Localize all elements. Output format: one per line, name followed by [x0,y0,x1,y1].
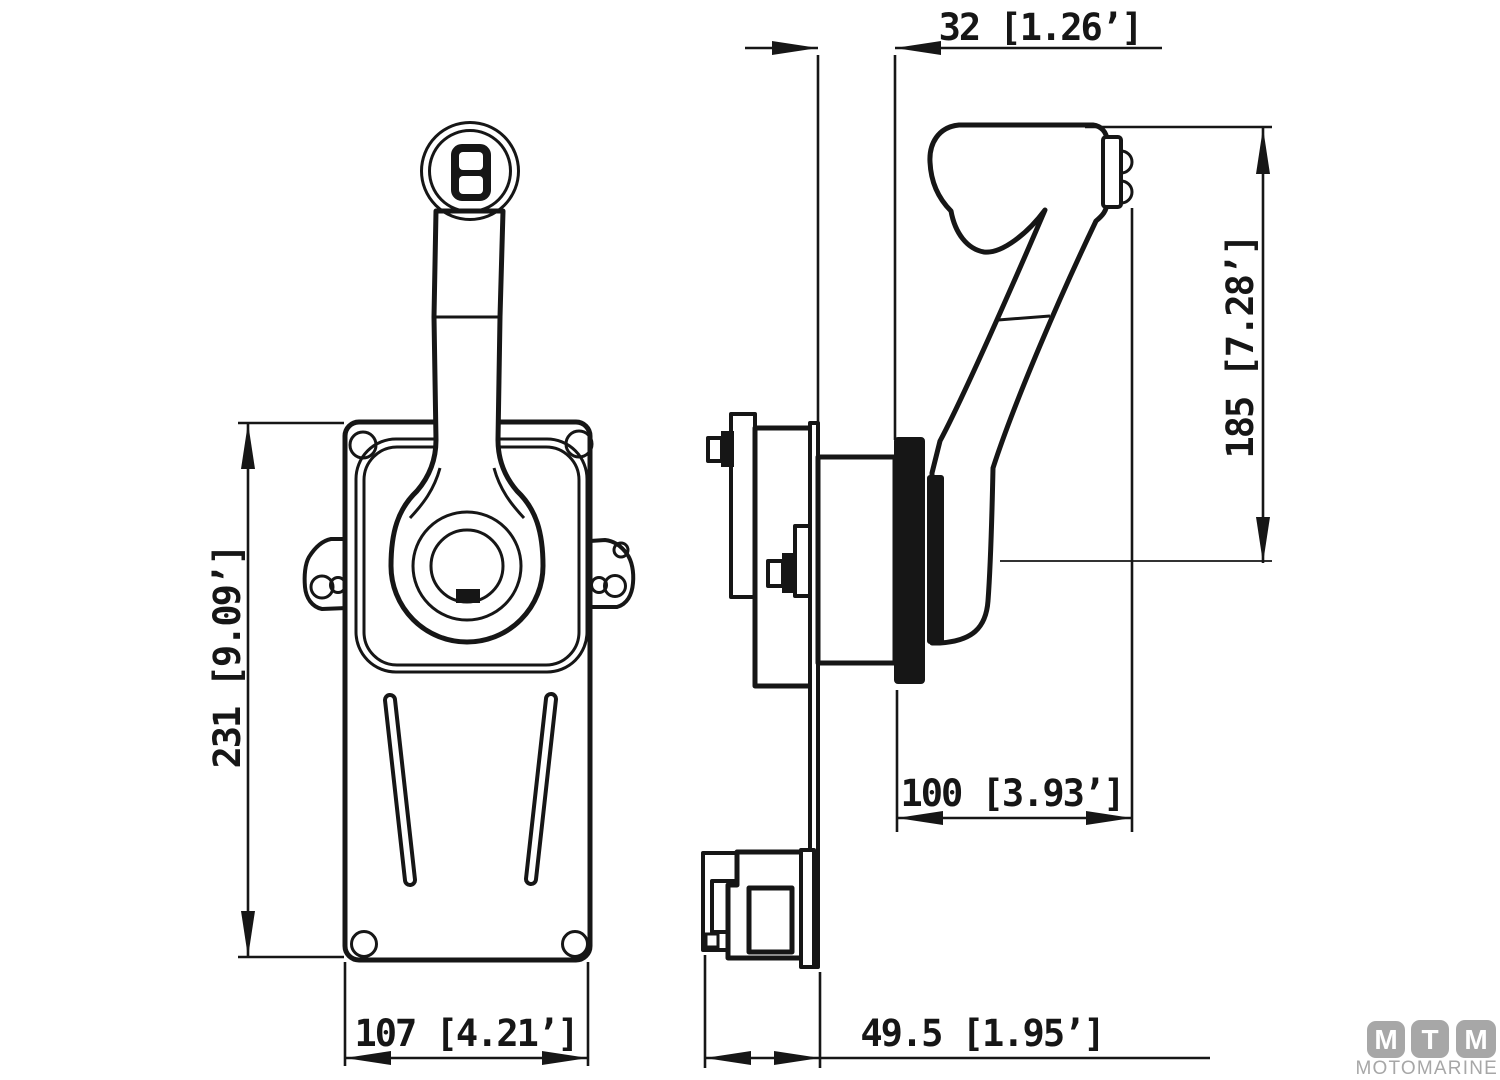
logo-block-3 [1456,1020,1496,1058]
dim-label-top-width: 32 [1.26’] [939,6,1142,49]
dim-top-width: 32 [1.26’] [745,6,1162,440]
trim-button [1101,135,1134,209]
hub-flange-edge [927,475,944,644]
screw-top-left [348,430,378,460]
dim-mount-depth: 49.5 [1.95’] [703,955,1210,1068]
screw-bottom-left [350,930,378,958]
front-bezel-edge [894,437,925,684]
shaft-key-notch [456,589,480,603]
knob-switch-top [459,152,483,170]
dim-handle-reach: 100 [3.93’] [895,208,1134,832]
dim-label-mount-depth: 49.5 [1.95’] [860,1012,1103,1055]
logo-block-1 [1367,1021,1405,1058]
side-view-drawing [701,122,1134,969]
dim-body-height: 231 [9.09’] [206,421,344,959]
front-view-drawing [302,121,636,963]
lever-side-profile [927,122,1110,646]
hub-ring-outer [411,510,523,622]
rear-bolt-middle [766,553,796,593]
right-mounting-ear [588,538,636,609]
brand-logo: M T M MOTOMARINE [1355,1020,1498,1079]
logo-letter-3: M [1464,1024,1487,1055]
rear-bolt-top [706,431,734,467]
knob-outer-circle [420,121,520,221]
dim-body-width: 107 [4.21’] [343,962,590,1066]
dim-handle-height: 185 [7.28’] [1000,125,1272,563]
dim-label-handle-height: 185 [7.28’] [1219,235,1262,458]
cable-slot-right [524,692,558,886]
dim-label-body-height: 231 [9.09’] [206,545,249,768]
dimension-annotations: 32 [1.26’] 185 [7.28’] 231 [9.09’] [206,6,1272,1068]
lever-joint-line [997,314,1051,322]
cable-clamp-assembly [701,848,816,969]
logo-subtitle: MOTOMARINE [1355,1058,1498,1079]
knob-inner-circle [428,129,512,213]
knob-switch-bottom [459,176,483,194]
dim-label-body-width: 107 [4.21’] [354,1012,577,1055]
screw-top-right [564,429,594,459]
logo-block-2 [1411,1020,1449,1058]
dim-label-handle-reach: 100 [3.93’] [900,772,1123,815]
left-mounting-ear [302,537,349,611]
rear-cover [729,412,757,599]
lever-shaft-front [388,208,546,645]
screw-bottom-right [561,930,589,958]
cable-slot-left [383,693,417,887]
logo-letter-1: M [1374,1024,1397,1055]
drum-housing [815,454,898,666]
logo-letter-2: T [1421,1024,1438,1055]
